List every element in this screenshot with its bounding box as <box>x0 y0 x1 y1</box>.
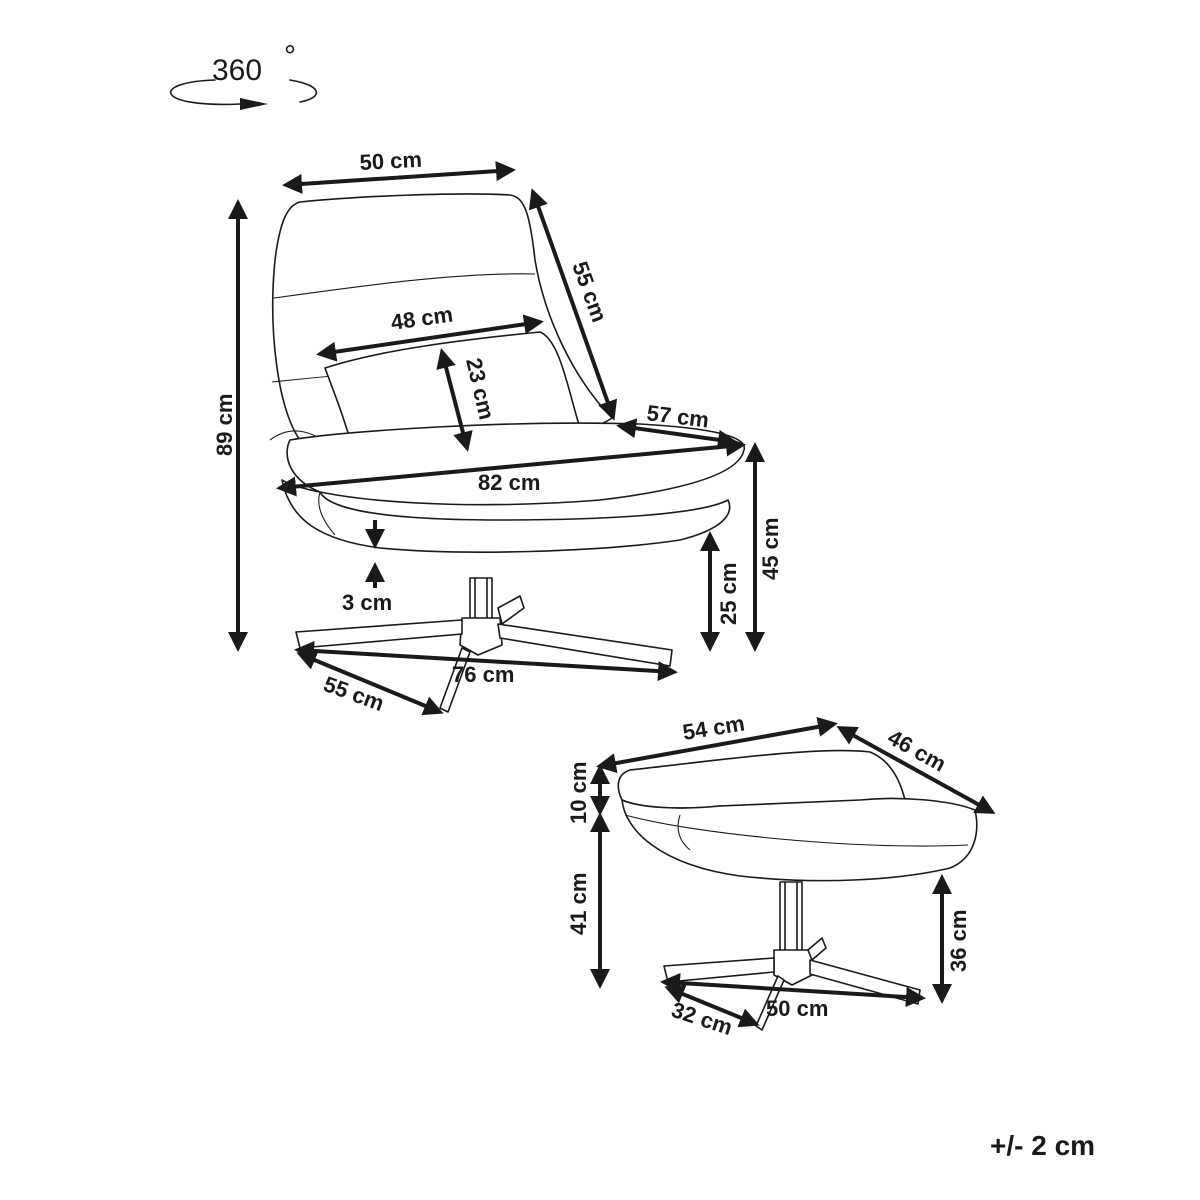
label-chair-total-height: 89 cm <box>212 394 237 456</box>
rotation-label: 360 <box>212 54 262 87</box>
dim-line-ottoman-width <box>596 716 838 774</box>
label-chair-base-width: 76 cm <box>452 662 514 687</box>
rotation-degree: ° <box>284 40 296 73</box>
label-ottoman-cushion-height: 10 cm <box>566 762 591 824</box>
dim-line-ottoman-depth <box>836 726 996 814</box>
label-ottoman-base-clearance: 36 cm <box>946 910 971 972</box>
dim-line-chair-back-depth <box>528 188 618 421</box>
dim-line-chair-seat-width <box>276 436 746 497</box>
label-ottoman-base-width: 50 cm <box>766 996 828 1021</box>
label-chair-seat-height: 45 cm <box>758 518 783 580</box>
dim-line-chair-width-top <box>282 161 516 194</box>
ottoman-dimensions: 54 cm 46 cm 10 cm 41 cm 36 cm 50 cm 32 c… <box>566 710 996 1040</box>
label-chair-seat-thickness: 3 cm <box>342 590 392 615</box>
dim-line-chair-pillow-height <box>436 348 473 452</box>
dim-line-chair-pillow-width <box>316 314 544 362</box>
label-chair-seat-width: 82 cm <box>478 470 540 495</box>
label-chair-base-clearance: 25 cm <box>716 563 741 625</box>
label-chair-back-depth: 55 cm <box>567 258 612 325</box>
dim-line-ottoman-base-depth <box>664 984 760 1028</box>
tolerance-label: +/- 2 cm <box>990 1130 1095 1161</box>
dim-line-ottoman-base-width <box>660 973 926 1007</box>
rotation-icon: 360 ° <box>169 40 318 110</box>
label-ottoman-total-height: 41 cm <box>566 873 591 935</box>
dim-line-chair-base-depth <box>296 650 444 716</box>
label-chair-width-top: 50 cm <box>359 147 423 175</box>
